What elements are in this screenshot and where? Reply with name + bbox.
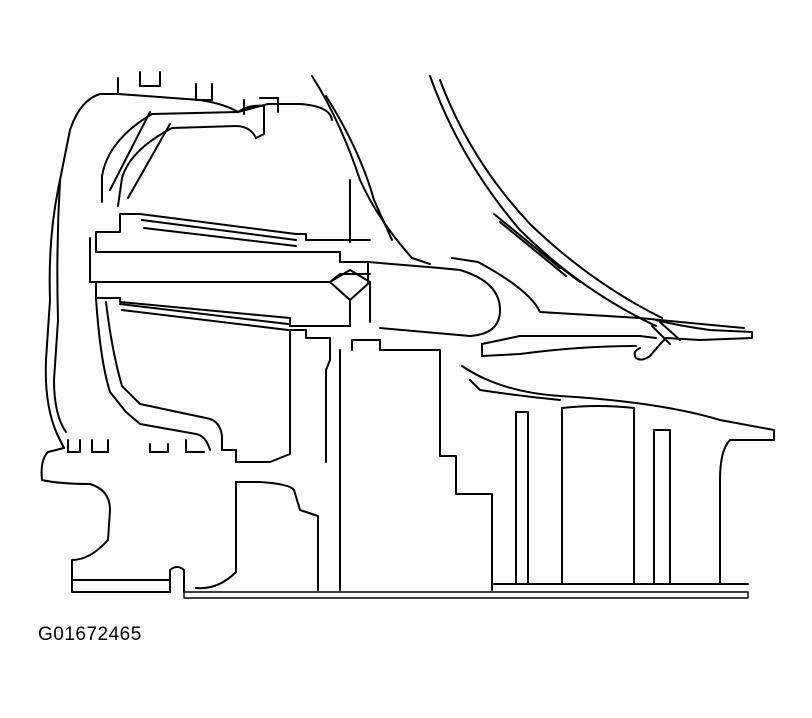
base-line xyxy=(183,591,749,599)
outer-housing-wall xyxy=(44,71,333,449)
central-shaft xyxy=(89,213,501,337)
figure-id-label: G01672465 xyxy=(38,624,142,645)
upper-right-housing xyxy=(311,75,663,327)
upper-fluid-channel xyxy=(101,97,279,207)
lower-piston-assembly xyxy=(40,297,223,593)
converter-cover xyxy=(451,257,753,361)
center-support-web xyxy=(195,329,493,591)
lower-right-housing xyxy=(461,365,775,585)
